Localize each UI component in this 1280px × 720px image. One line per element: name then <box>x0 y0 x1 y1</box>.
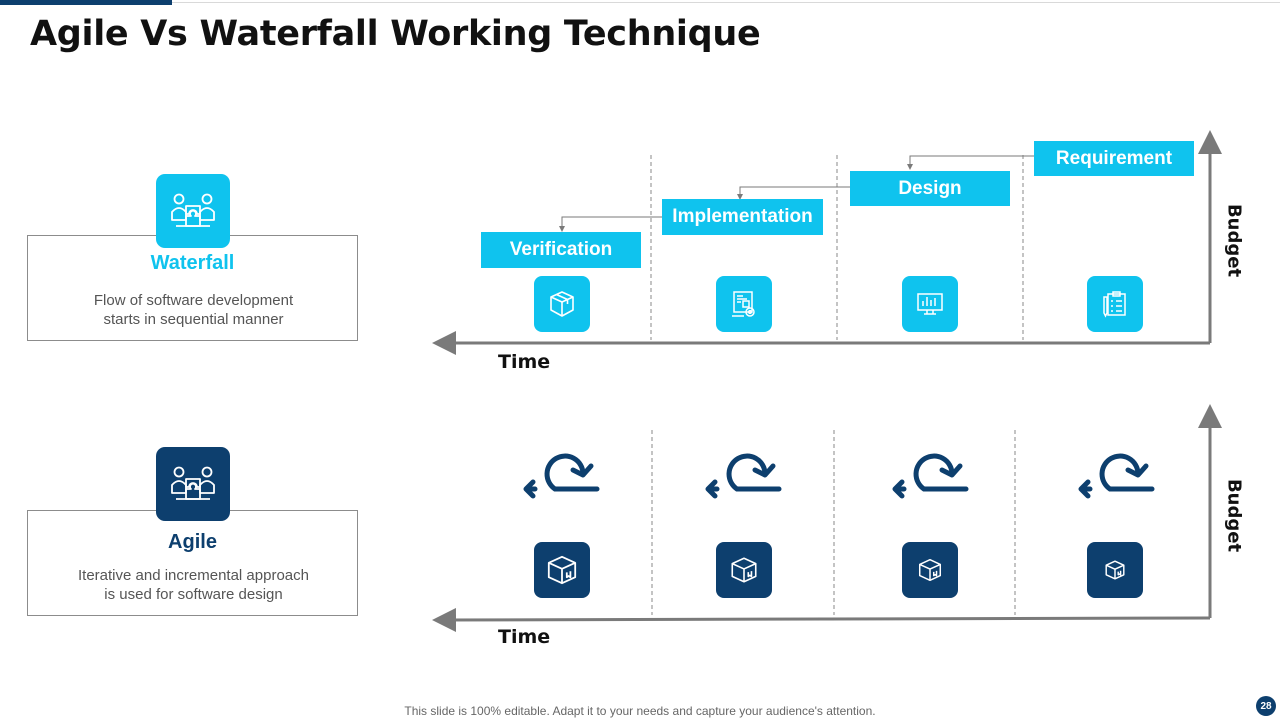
stage-label-implementation: Implementation <box>662 199 823 235</box>
agile-y-axis-label: Budget <box>1223 478 1245 553</box>
agile-description: Iterative and incremental approach is us… <box>68 566 319 604</box>
slide-title: Agile Vs Waterfall Working Technique <box>30 14 761 54</box>
people-puzzle-icon <box>156 447 230 521</box>
box-icon <box>534 276 590 332</box>
waterfall-card: Waterfall Flow of software development s… <box>27 235 358 341</box>
waterfall-x-axis-label: Time <box>498 351 551 373</box>
waterfall-title: Waterfall <box>150 252 235 274</box>
box-icon <box>902 542 958 598</box>
loop-arrow-icon <box>892 453 969 499</box>
box-icon <box>716 542 772 598</box>
agile-x-axis-label: Time <box>498 626 551 648</box>
waterfall-description-line1: Flow of software development <box>93 292 294 309</box>
agile-time-axis <box>432 607 1211 632</box>
monitor-chart-icon <box>902 276 958 332</box>
agile-description-line2: is used for software design <box>104 586 283 603</box>
people-puzzle-icon <box>156 174 230 248</box>
stage-label-verification: Verification <box>481 232 641 268</box>
agile-description-line1: Iterative and incremental approach <box>78 567 309 584</box>
clipboard-checklist-icon <box>1087 276 1143 332</box>
waterfall-description-line2: starts in sequential manner <box>103 311 284 328</box>
box-icon <box>534 542 590 598</box>
loop-arrow-icon <box>705 453 782 499</box>
waterfall-y-axis-label: Budget <box>1223 203 1245 278</box>
agile-card: Agile Iterative and incremental approach… <box>27 510 358 616</box>
stage-label-design: Design <box>850 171 1010 206</box>
agile-title: Agile <box>168 531 217 553</box>
box-icon <box>1087 542 1143 598</box>
stage-label-requirement: Requirement <box>1034 141 1194 176</box>
footer-note: This slide is 100% editable. Adapt it to… <box>404 704 876 718</box>
waterfall-description: Flow of software development starts in s… <box>68 291 319 329</box>
top-accent-bar <box>0 0 172 5</box>
loop-arrow-icon <box>1078 453 1155 499</box>
page-number: 28 <box>1256 696 1276 716</box>
blueprint-gear-icon <box>716 276 772 332</box>
loop-arrow-icon <box>523 453 600 499</box>
top-divider-line <box>172 2 1280 3</box>
